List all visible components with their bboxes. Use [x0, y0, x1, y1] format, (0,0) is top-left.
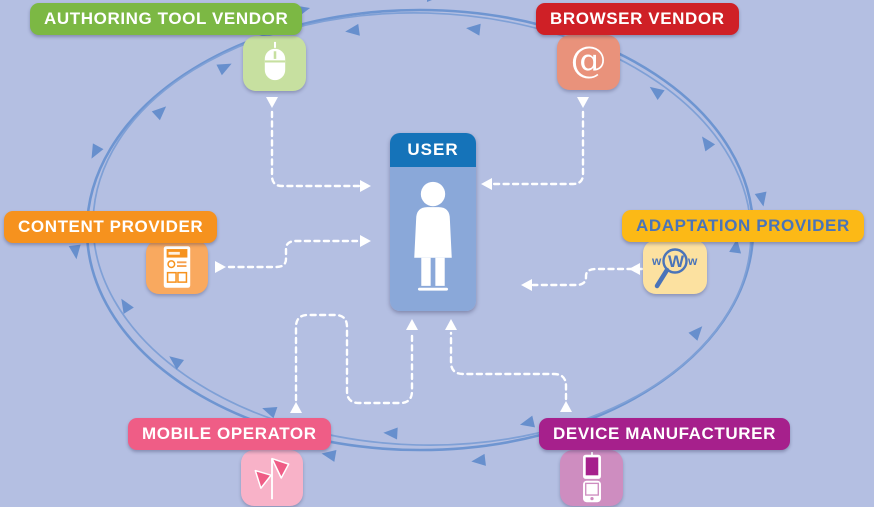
- antenna-icon: [254, 457, 290, 500]
- connector-mobile-operator-to-user: [290, 313, 418, 413]
- ring-arrow: [216, 63, 232, 76]
- arrowhead: [266, 97, 278, 108]
- ring-arrow: [169, 356, 185, 370]
- flip-phone-icon: [582, 452, 601, 503]
- icon-box-device-manufacturer: [560, 450, 623, 506]
- person-icon: [414, 181, 452, 291]
- ring-arrow: [471, 453, 486, 466]
- ring-arrow: [121, 298, 134, 314]
- arrowhead: [215, 261, 226, 273]
- mouse-icon: [264, 41, 285, 80]
- arrowhead: [360, 180, 371, 192]
- label-adaptation-provider: ADAPTATION PROVIDER: [622, 210, 864, 242]
- ring-arrow: [520, 415, 536, 428]
- connectors: [215, 97, 644, 413]
- ring-arrow: [426, 0, 433, 3]
- arrowhead: [481, 178, 492, 190]
- ring-arrow: [649, 86, 665, 100]
- connector-device-manufacturer-to-user: [445, 319, 572, 412]
- ring-arrow: [321, 450, 337, 462]
- ring-arrow: [91, 143, 104, 159]
- at-icon: @: [570, 39, 607, 81]
- www-letter: w: [651, 254, 662, 268]
- ring-arrow: [151, 106, 167, 121]
- ring-arrow: [466, 23, 481, 36]
- www-letter: W: [668, 252, 685, 271]
- connector-browser-vendor-to-user: [481, 97, 589, 190]
- www-letter: w: [687, 254, 698, 268]
- label-mobile-operator: MOBILE OPERATOR: [128, 418, 331, 450]
- user-node: USER: [390, 133, 476, 311]
- webpage-icon: [163, 246, 191, 288]
- connector-authoring-tool-vendor-to-user: [266, 97, 371, 192]
- label-content-provider: CONTENT PROVIDER: [4, 211, 218, 243]
- ring-arrow: [383, 427, 398, 440]
- connector-adaptation-provider-to-user: [521, 263, 644, 291]
- connector-content-provider-to-user: [215, 235, 371, 273]
- icon-box-adaptation-provider: w W w: [643, 240, 707, 294]
- ring-arrow: [729, 238, 742, 254]
- arrowhead: [445, 319, 457, 330]
- label-device-manufacturer: DEVICE MANUFACTURER: [539, 418, 790, 450]
- magnifier-www-icon: w W w: [651, 248, 698, 289]
- icon-box-mobile-operator: [241, 450, 303, 506]
- arrowhead: [406, 319, 418, 330]
- arrowhead: [290, 402, 302, 413]
- arrowhead: [560, 401, 572, 412]
- icon-box-browser-vendor: @: [557, 35, 620, 90]
- user-label: USER: [390, 133, 476, 167]
- ring-arrow: [345, 23, 360, 36]
- ring-arrow: [68, 244, 81, 260]
- user-body: [390, 167, 476, 311]
- ring-arrow: [754, 191, 767, 207]
- arrowhead: [360, 235, 371, 247]
- arrowhead: [577, 97, 589, 108]
- arrowhead: [629, 263, 640, 275]
- icon-box-authoring-tool-vendor: [243, 36, 306, 91]
- ring-arrow: [262, 406, 278, 419]
- ring-arrow: [702, 136, 716, 152]
- icon-box-content-provider: [146, 240, 208, 294]
- label-authoring-tool-vendor: AUTHORING TOOL VENDOR: [30, 3, 303, 35]
- ring-arrow: [688, 326, 703, 341]
- arrowhead: [521, 279, 532, 291]
- label-browser-vendor: BROWSER VENDOR: [536, 3, 739, 35]
